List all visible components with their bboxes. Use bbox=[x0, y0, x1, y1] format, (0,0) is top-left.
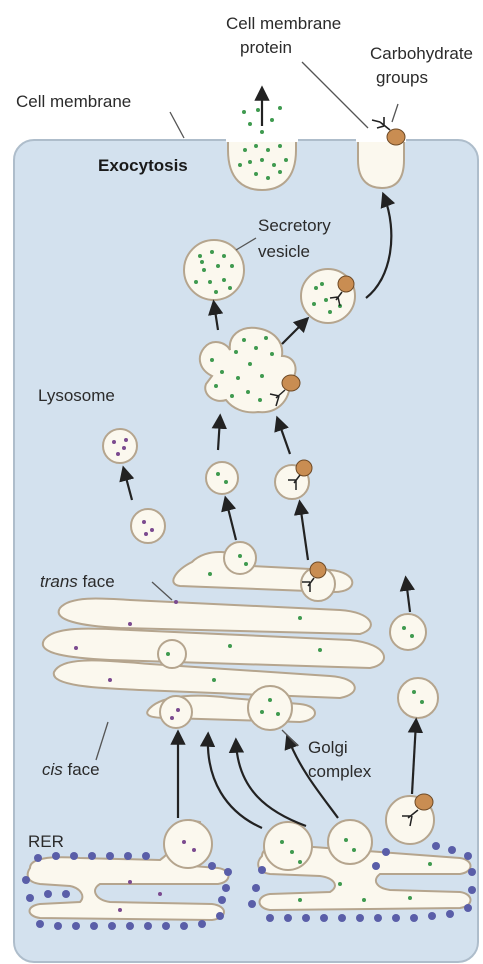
arrows bbox=[119, 85, 424, 830]
label-cis-rest: face bbox=[62, 760, 100, 779]
leader-lines bbox=[95, 61, 399, 761]
label-cell-membrane-protein-1: Cell membrane bbox=[226, 14, 342, 33]
merged-vesicle-cluster bbox=[198, 326, 301, 414]
protein-vesicle-upper bbox=[300, 268, 356, 324]
transport-vesicle-green-1 bbox=[205, 461, 239, 495]
label-golgi-complex-2: complex bbox=[308, 762, 372, 781]
label-cis-italic: cis bbox=[42, 760, 63, 779]
label-rer: RER bbox=[28, 832, 64, 851]
membrane-protein-pocket bbox=[356, 117, 406, 190]
secretory-vesicle bbox=[183, 239, 245, 301]
lysosome-precursor-vesicle bbox=[130, 508, 166, 544]
label-cis-face: cis face bbox=[42, 760, 100, 780]
label-carbohydrate-groups-2: groups bbox=[376, 68, 428, 87]
golgi-dots bbox=[74, 554, 424, 720]
label-exocytosis: Exocytosis bbox=[98, 156, 188, 175]
label-secretory-vesicle-2: vesicle bbox=[258, 242, 310, 261]
label-cell-membrane: Cell membrane bbox=[16, 92, 132, 111]
transport-vesicle-protein bbox=[274, 459, 313, 500]
label-carbohydrate-groups-1: Carbohydrate bbox=[370, 44, 474, 63]
label-lysosome: Lysosome bbox=[38, 386, 115, 405]
label-trans-rest: face bbox=[77, 572, 115, 591]
label-golgi-complex-1: Golgi bbox=[308, 738, 348, 757]
rer-right bbox=[248, 793, 476, 922]
label-secretory-vesicle-1: Secretory bbox=[258, 216, 331, 235]
label-trans-italic: trans bbox=[40, 572, 78, 591]
label-cell-membrane-protein-2: protein bbox=[240, 38, 292, 57]
exocytosis-pocket bbox=[226, 106, 298, 192]
lysosome bbox=[102, 428, 138, 464]
rer-left bbox=[22, 818, 232, 930]
label-trans-face: trans face bbox=[40, 572, 115, 592]
